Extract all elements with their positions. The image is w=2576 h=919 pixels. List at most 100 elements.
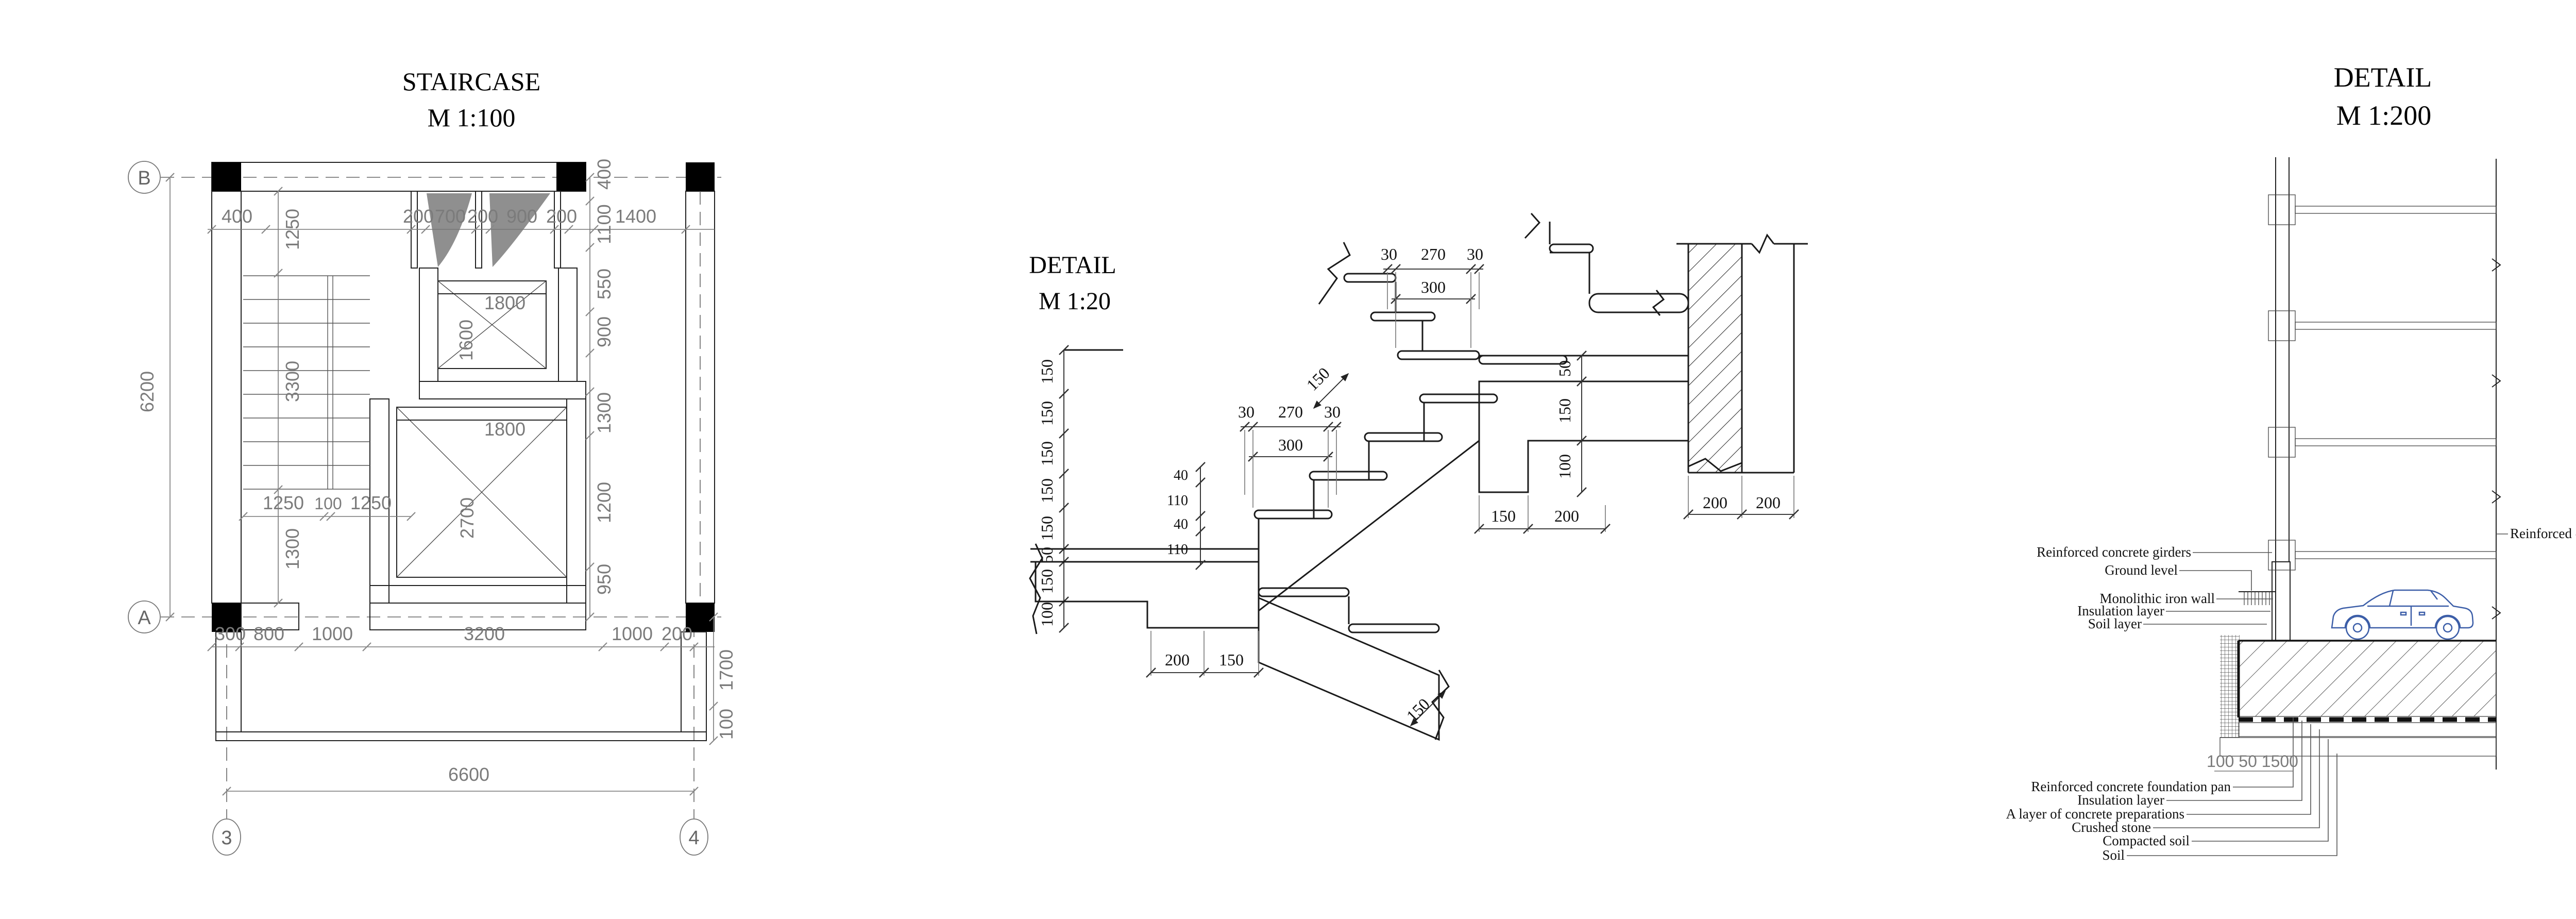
- plan-walls: [211, 162, 715, 741]
- dim: 150: [1491, 507, 1516, 525]
- label-soil-layer: Soil layer: [2088, 616, 2142, 631]
- dim: 150: [1038, 359, 1056, 384]
- plan-scale: M 1:100: [428, 103, 516, 132]
- dim: 30: [1324, 403, 1341, 421]
- label-monolithic-wall: Monolithic iron wall: [2100, 591, 2215, 606]
- dim: 550: [594, 269, 615, 299]
- dim: 200: [403, 206, 434, 227]
- dim: 900: [594, 316, 615, 347]
- break-line: [2492, 606, 2501, 620]
- dim: 300: [1421, 278, 1446, 296]
- wall-section: [1676, 233, 1808, 474]
- dim-landing-chain: 50 150 100: [1555, 350, 1587, 498]
- grid-bubbles: B A 3 4: [128, 161, 708, 856]
- dim-shaft-top-width: 1800: [484, 292, 526, 313]
- door-leaf-icon: [489, 193, 550, 267]
- dim: 1000: [612, 623, 653, 644]
- flight-middle: [1253, 393, 1498, 613]
- dim: 200: [1554, 507, 1579, 525]
- dim: 150: [1403, 695, 1433, 725]
- column: [556, 162, 586, 191]
- basement-wall: [2272, 561, 2291, 641]
- dim: 150: [1038, 401, 1056, 426]
- section-bottom-labels: Reinforced concrete foundation pan Insul…: [2006, 717, 2337, 863]
- dim-chain-bottom: 300 800 1000 3200 1000 200: [207, 623, 715, 652]
- dim: 1250: [282, 209, 303, 250]
- dim: 110: [1167, 493, 1188, 509]
- dim: 270: [1421, 245, 1446, 263]
- shaft-divider-wall: [419, 381, 586, 399]
- dim: 1100: [594, 204, 615, 244]
- dim-bottom-right: 150 200: [1473, 495, 1611, 534]
- girder-block: [2268, 194, 2296, 225]
- dim-overall-width: 6600: [222, 764, 699, 796]
- detail200-title: DETAIL: [2334, 62, 2432, 93]
- dim-wall: 200 200: [1683, 476, 1800, 520]
- column: [212, 162, 241, 191]
- dim: 1300: [282, 528, 303, 570]
- upper-floor-slab: [1524, 213, 1689, 316]
- dim: 100: [716, 709, 737, 740]
- grid-bubble-b: B: [138, 168, 150, 189]
- column: [212, 603, 241, 632]
- tread-nosing: [1253, 509, 1333, 520]
- wall-right: [685, 191, 715, 604]
- dim: 30: [1238, 403, 1255, 421]
- tread-nosing: [1549, 243, 1594, 254]
- dim: 270: [1278, 403, 1303, 421]
- dim: 150: [1555, 398, 1574, 423]
- crushed-stone-band: [2238, 722, 2497, 737]
- ground-level-hatch: [2242, 592, 2272, 605]
- break-line: [1524, 213, 1541, 239]
- break-line: [2492, 490, 2501, 504]
- dim: 150: [1219, 650, 1244, 669]
- dim: 40: [1174, 467, 1188, 483]
- plan-title: STAIRCASE: [402, 67, 540, 96]
- tread-nosing: [1397, 350, 1480, 360]
- tread-nosing: [1370, 311, 1436, 322]
- dim-chain-top: 400 200 700 200 900 200 1400: [207, 206, 715, 235]
- dim: 1250: [263, 492, 304, 513]
- dim: 30: [1381, 245, 1397, 263]
- dim: 1000: [312, 623, 353, 644]
- dim: 400: [594, 159, 615, 190]
- break-line: [2492, 258, 2501, 272]
- dim-overall-height: 6200: [137, 371, 158, 412]
- dim: 50: [1555, 360, 1574, 377]
- column: [686, 603, 715, 632]
- break-line: [1029, 543, 1043, 634]
- dim: 300: [215, 623, 246, 644]
- dim: 900: [506, 206, 537, 227]
- dim-shaft-bottom-width: 1800: [484, 419, 526, 440]
- tread-nosing: [1258, 587, 1350, 597]
- dim: 100: [314, 494, 342, 513]
- tread-nosing: [1348, 623, 1440, 633]
- dim-left-outer: 6200: [137, 172, 175, 622]
- dim: 100: [1038, 602, 1056, 627]
- foundation-slab: [2237, 640, 2497, 717]
- label-concrete-cover: Reinforced concrete cover: [2510, 526, 2576, 541]
- dim-chain-risers: 150 150 150 150 150 50 150 100: [1038, 344, 1123, 633]
- girder-block: [2268, 310, 2296, 341]
- dim-chain-right-inner: 400 1100 550 900 1300 1200 950: [585, 159, 615, 622]
- floor-slab: [2295, 206, 2497, 214]
- floor-slab: [2295, 551, 2497, 559]
- stair-section-detail-panel: DETAIL M 1:20 150 150 150 150 150 50 150…: [1029, 213, 1808, 741]
- dim-bottom-left: 200 150: [1145, 631, 1264, 678]
- dim-shaft-bottom-depth: 2700: [456, 497, 478, 539]
- dim: 3300: [282, 361, 303, 402]
- label-insulation-2: Insulation layer: [2077, 792, 2164, 808]
- grid-bubble-a: A: [138, 607, 151, 629]
- wall-pier: [681, 631, 707, 732]
- label-concrete-preparations: A layer of concrete preparations: [2006, 806, 2184, 822]
- dim: 200: [467, 206, 498, 227]
- wall-top: [211, 162, 586, 192]
- door-leaf-icon: [427, 193, 472, 267]
- dim-slab-diagonal-upper: 150: [1303, 364, 1349, 409]
- dim: 100 50 1500: [2207, 752, 2298, 771]
- dim: 200: [1756, 493, 1781, 512]
- dim: 1250: [350, 492, 392, 513]
- dim: 110: [1167, 542, 1188, 558]
- section-left-labels: Reinforced concrete girders Ground level…: [2037, 544, 2273, 631]
- label-foundation-pan: Reinforced concrete foundation pan: [2031, 779, 2231, 794]
